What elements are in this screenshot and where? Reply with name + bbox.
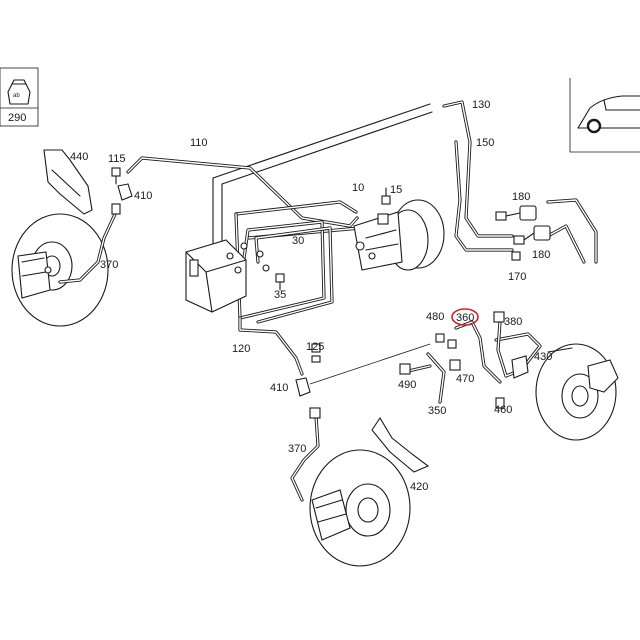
bracket-430[interactable] [511,355,529,379]
callout-115[interactable]: 115 [108,153,126,165]
callout-110[interactable]: 110 [190,137,208,149]
callout-460[interactable]: 460 [494,404,512,416]
fitting-470[interactable] [449,359,461,371]
callout-480[interactable]: 480 [426,311,444,323]
clip-410-bottom[interactable] [295,377,311,397]
car-position-inset [569,78,640,153]
svg-text:ab: ab [13,93,20,99]
rear-left-disc-brake[interactable] [309,416,430,567]
callout-170[interactable]: 170 [508,271,526,283]
bolts-480[interactable] [435,333,457,349]
callout-470[interactable]: 470 [456,373,474,385]
callout-430[interactable]: 430 [534,351,552,363]
callout-410-bottom[interactable]: 410 [270,382,288,394]
bolt-35[interactable] [275,273,285,291]
brake-pipe-30[interactable] [234,200,362,324]
highlighted-wheel [586,118,602,134]
callout-360[interactable]: 360 [456,312,474,324]
callout-410-top[interactable]: 410 [134,190,152,202]
callout-180-top[interactable]: 180 [512,191,530,203]
brake-pipe-120[interactable] [238,316,304,376]
fittings-180-170[interactable] [495,205,551,261]
brake-pipe-130[interactable] [442,100,514,238]
hydraulic-unit[interactable] [185,239,270,313]
callout-370-right[interactable]: 370 [288,443,306,455]
callout-370-left[interactable]: 370 [100,259,118,271]
callout-labels: 130 150 110 440 115 410 10 15 180 180 17… [70,99,552,493]
callout-10[interactable]: 10 [352,182,364,194]
callout-180-bottom[interactable]: 180 [532,249,550,261]
callout-150[interactable]: 150 [476,137,494,149]
brake-hose-360[interactable] [454,320,542,384]
callout-125[interactable]: 125 [306,341,324,353]
brake-hose-370-left[interactable] [58,203,121,284]
brake-pipe-110[interactable] [126,156,359,228]
brake-line-380[interactable] [493,311,518,378]
callout-15[interactable]: 15 [390,184,402,196]
callout-350[interactable]: 350 [428,405,446,417]
bolt-490[interactable] [399,363,411,375]
bolt-115[interactable] [111,167,121,185]
brake-pipe-to-right[interactable] [546,198,598,264]
inset-label: 290 [8,112,26,124]
bolt-125[interactable] [311,343,321,363]
brake-line-350[interactable] [402,352,446,404]
bolt-15[interactable] [381,187,391,205]
callout-380[interactable]: 380 [504,316,522,328]
inset-part-290[interactable]: ab 290 [0,67,39,127]
tie-line [309,343,431,385]
callout-35[interactable]: 35 [274,289,286,301]
clip-410-top[interactable] [117,183,133,201]
callout-130[interactable]: 130 [472,99,490,111]
callout-420[interactable]: 420 [410,481,428,493]
bolt-460[interactable] [495,397,505,409]
callout-440[interactable]: 440 [70,151,88,163]
brake-booster[interactable] [353,199,445,271]
callout-120[interactable]: 120 [232,343,250,355]
front-left-disc-brake[interactable] [11,149,109,327]
rear-right-disc-brake[interactable] [535,343,619,441]
bulkhead-frame [212,103,433,249]
brake-hose-370-right[interactable] [290,407,321,502]
callout-490[interactable]: 490 [398,379,416,391]
callout-360-highlight [451,308,479,326]
brake-pipe-150[interactable] [454,140,514,252]
part-icon: ab [7,79,31,105]
callout-30[interactable]: 30 [292,235,304,247]
